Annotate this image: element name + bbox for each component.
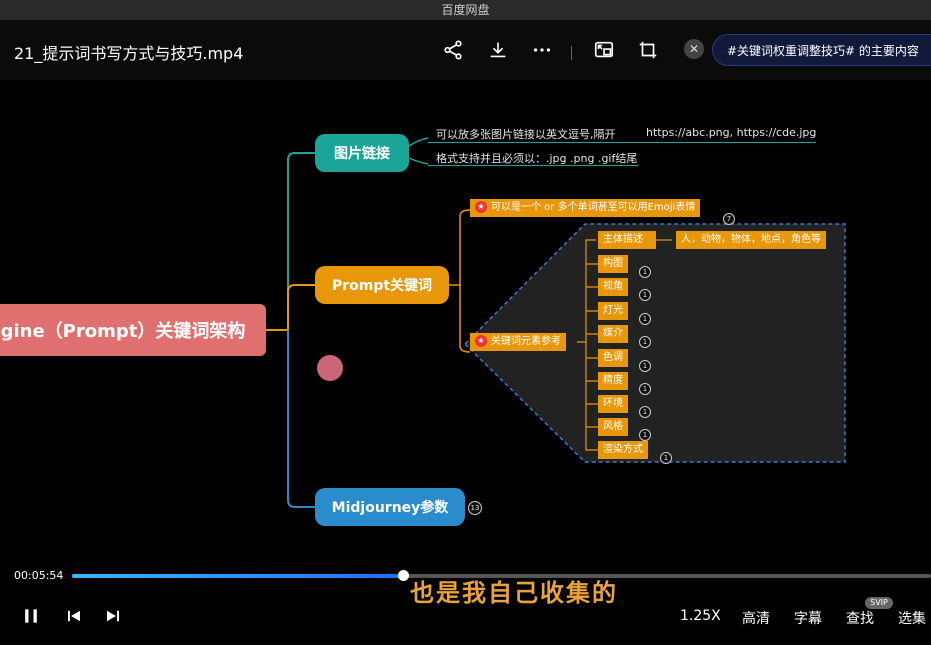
- episodes-button[interactable]: 选集: [898, 611, 926, 627]
- image-note-2: 格式支持并且必须以：.jpg .png .gif结尾: [436, 152, 638, 165]
- element-item: 色调: [598, 349, 628, 367]
- next-icon[interactable]: [102, 605, 124, 627]
- midjourney-params-node: Midjourney参数: [315, 488, 465, 526]
- element-badge: 1: [639, 289, 651, 301]
- prompt-tip-text: 可以是一个 or 多个单词甚至可以用Emoji表情: [491, 202, 696, 213]
- progress-played: [72, 574, 403, 578]
- cursor-highlight: [317, 355, 343, 381]
- element-item: 渲染方式: [598, 441, 648, 459]
- video-frame[interactable]: gine（Prompt）关键词架构 图片链接 可以放多张图片链接以英文逗号,隔开…: [0, 80, 931, 565]
- window-title: 百度网盘: [0, 0, 931, 20]
- element-badge: 1: [639, 360, 651, 372]
- subject-label-tag: 主体描述: [598, 231, 656, 249]
- current-time: 00:05:54: [14, 569, 64, 582]
- video-subtitle: 也是我自己收集的: [410, 579, 618, 607]
- prompt-tip-tag: ★ 可以是一个 or 多个单词甚至可以用Emoji表情: [470, 199, 701, 217]
- element-badge: 1: [639, 429, 651, 441]
- pause-icon[interactable]: [20, 605, 42, 627]
- element-item: 风格: [598, 418, 628, 436]
- mindmap-root-node: gine（Prompt）关键词架构: [0, 304, 266, 356]
- download-icon[interactable]: [486, 38, 510, 62]
- player-controls: 00:05:54 也是我自己收集的 1.25X 高清 字幕 查找 SVIP 选集: [0, 565, 931, 645]
- element-badge: 1: [639, 383, 651, 395]
- previous-icon[interactable]: [63, 605, 85, 627]
- mj-badge: 13: [468, 501, 482, 515]
- image-note-1-underline: [428, 142, 816, 143]
- captions-button[interactable]: 字幕: [794, 611, 822, 627]
- image-note-example: https://abc.png, https://cde.jpg: [646, 126, 817, 139]
- element-badge: 1: [639, 266, 651, 278]
- element-badge: 1: [660, 452, 672, 464]
- element-item: 媒介: [598, 325, 628, 343]
- subject-desc-tag: 人，动物，物体，地点，角色等: [676, 231, 826, 249]
- picture-in-picture-icon[interactable]: [592, 38, 616, 62]
- prompt-keyword-node: Prompt关键词: [315, 266, 449, 304]
- element-item: 灯光: [598, 302, 628, 320]
- search-button[interactable]: 查找: [846, 611, 874, 627]
- svip-badge: SVIP: [865, 597, 893, 609]
- progress-track[interactable]: [72, 574, 931, 578]
- image-link-node: 图片链接: [315, 134, 409, 172]
- element-badge: 1: [639, 406, 651, 418]
- element-badge: 1: [639, 313, 651, 325]
- image-note-1: 可以放多张图片链接以英文逗号,隔开: [436, 128, 616, 141]
- close-icon[interactable]: ✕: [684, 39, 704, 59]
- header-divider: [571, 46, 572, 60]
- element-item: 精度: [598, 372, 628, 390]
- progress-handle[interactable]: [398, 570, 409, 581]
- more-icon[interactable]: [530, 38, 554, 62]
- mindmap-connectors: [266, 137, 846, 508]
- element-item: 视角: [598, 278, 628, 296]
- element-item: 环境: [598, 395, 628, 413]
- quality-button[interactable]: 高清: [742, 611, 770, 627]
- element-badge: 1: [639, 336, 651, 348]
- share-icon[interactable]: [441, 38, 465, 62]
- video-title: 21_提示词书写方式与技巧.mp4: [14, 44, 244, 63]
- image-note-2-underline: [428, 165, 638, 166]
- topic-chip[interactable]: #关键词权重调整技巧# 的主要内容: [712, 34, 931, 66]
- element-ref-text: 关键词元素参考: [491, 336, 561, 347]
- star-icon: ★: [475, 335, 487, 347]
- playback-speed-button[interactable]: 1.25X: [680, 608, 721, 624]
- player-header: 21_提示词书写方式与技巧.mp4 ✕ #关键词权重调整技巧# 的主要内容: [0, 20, 931, 80]
- element-ref-tag: ★ 关键词元素参考: [470, 333, 566, 351]
- crop-fullscreen-icon[interactable]: [636, 38, 660, 62]
- prompt-tip-badge: 7: [723, 213, 735, 225]
- element-item: 构图: [598, 255, 628, 273]
- star-icon: ★: [475, 201, 487, 213]
